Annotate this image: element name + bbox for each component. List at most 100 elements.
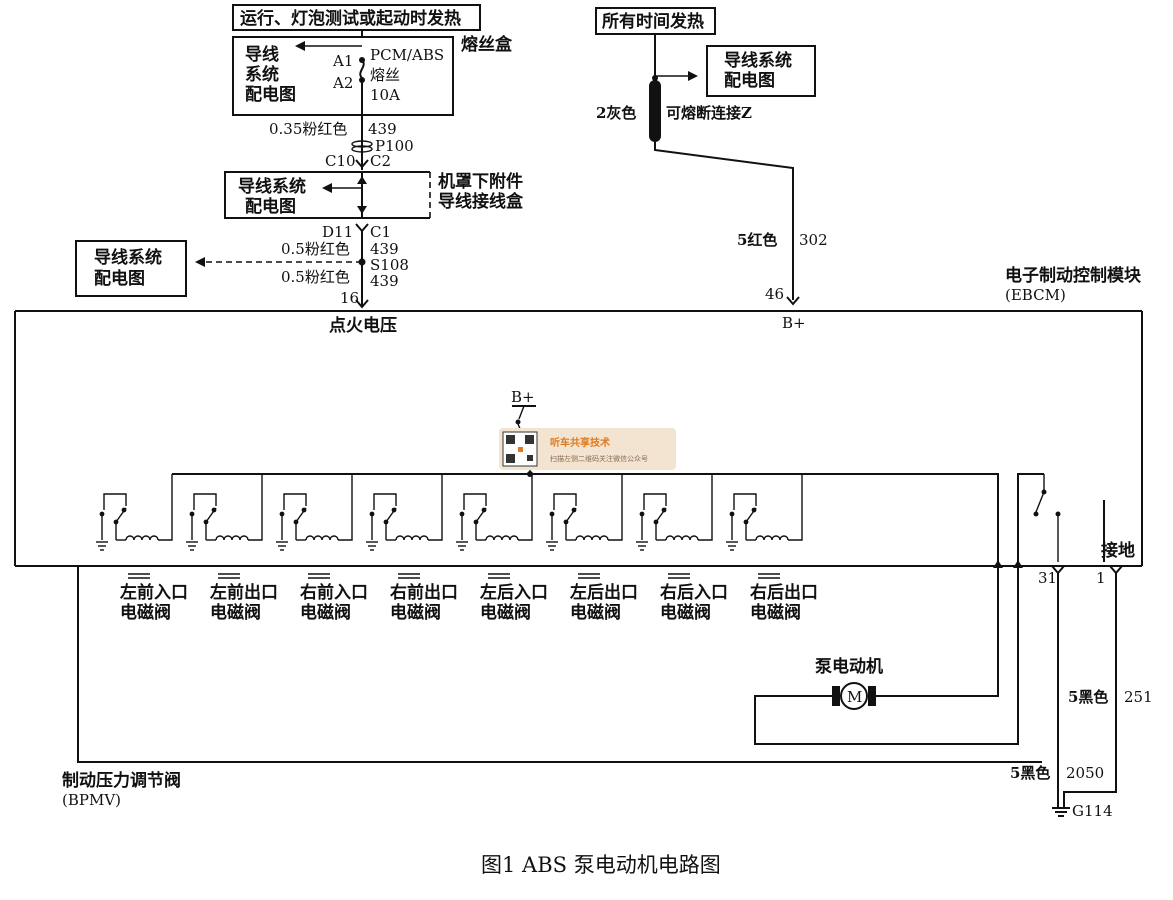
valve-label-line2: 电磁阀 [750, 602, 801, 623]
connector-chevron-icon [355, 159, 369, 169]
connector-chevron-icon [786, 296, 800, 306]
switch-blade-icon [385, 507, 397, 523]
fuse-rating: 10A [370, 86, 400, 104]
wire-302 [654, 142, 794, 300]
solenoid-driver-stage [96, 474, 173, 551]
valve-label-line2: 电磁阀 [660, 602, 711, 623]
coil-feed [518, 474, 533, 541]
driver-link [733, 493, 757, 510]
pin-1: 1 [1096, 569, 1106, 587]
solenoid-coil-icon [575, 535, 609, 541]
header-hot-at-all-times: 所有时间发热 [602, 11, 704, 32]
coil-feed [608, 474, 623, 541]
connector-chevron-icon [355, 223, 369, 233]
solenoid-coil-icon [395, 535, 429, 541]
bpmv-abbr: (BPMV) [62, 791, 121, 809]
solenoid-driver-stage [366, 474, 443, 551]
solenoid-coil-icon [305, 535, 339, 541]
wire-439-2-circuit: 439 [370, 240, 399, 258]
bpmv-name: 制动压力调节阀 [62, 770, 181, 791]
left-ref-line1: 导线系统 [94, 247, 162, 268]
valve-label-line2: 电磁阀 [480, 602, 531, 623]
driver-link [643, 493, 667, 510]
valve-label-line2: 电磁阀 [120, 602, 171, 623]
switch-contact-icon [515, 419, 521, 425]
bpmv-outline [77, 566, 1042, 763]
wire-251 [1063, 573, 1117, 808]
arrow-head-icon [195, 257, 205, 267]
valve-label-line1: 右后出口 [750, 582, 818, 603]
fusible-link-color: 2灰色 [596, 104, 636, 122]
wire-302-circuit: 302 [799, 231, 828, 249]
solenoid-driver-stage [726, 474, 803, 551]
motor-symbol: M [847, 688, 862, 706]
junction-box-title-1: 机罩下附件 [438, 171, 523, 192]
wire-302-color: 5红色 [737, 231, 777, 249]
fuse-box-ref-line1: 导线 [245, 44, 279, 65]
wire-251-color: 5黑色 [1068, 688, 1108, 706]
solenoid-driver-stage [636, 474, 713, 551]
arrow-head-icon [688, 71, 698, 81]
switch-blade-icon [115, 507, 127, 523]
right-ref-line1: 导线系统 [724, 50, 792, 71]
b-plus-switch-icon [518, 405, 525, 420]
motor-icon [840, 682, 868, 710]
solenoid-coil-icon [215, 535, 249, 541]
splice-s108: S108 [370, 256, 409, 274]
pin-c10: C10 [325, 152, 356, 170]
valve-label-line1: 右前入口 [300, 582, 368, 603]
solenoid-driver-stage [546, 474, 623, 551]
arrow-up-icon [1013, 560, 1023, 568]
valve-label-line2: 电磁阀 [210, 602, 261, 623]
solenoid-coil-icon [755, 535, 789, 541]
junction-box [224, 171, 430, 219]
driver-link [193, 493, 217, 510]
valve-label-line1: 左后出口 [570, 582, 638, 603]
header-hot-in-run-box [232, 4, 481, 31]
arrow-up-icon [993, 560, 1003, 568]
arrow-down-icon [357, 206, 367, 214]
solenoid-driver-stage [186, 474, 263, 551]
ebcm-abbr: (EBCM) [1005, 286, 1066, 304]
connector-chevron-icon [1109, 565, 1123, 575]
valve-label-line1: 右后入口 [660, 582, 728, 603]
coil-feed [248, 474, 263, 541]
valve-label-line1: 左前出口 [210, 582, 278, 603]
coil-supply-bus [172, 473, 999, 562]
switch-blade-icon [745, 507, 757, 523]
pump-relay-switch-icon [1035, 491, 1045, 513]
coil-feed [338, 474, 353, 541]
connector-p100: P100 [375, 137, 414, 155]
fuse-word: 熔丝 [370, 66, 400, 84]
b-plus-inner-label: B+ [511, 388, 535, 406]
valve-label-line2: 电磁阀 [300, 602, 351, 623]
valve-label-line1: 左后入口 [480, 582, 548, 603]
switch-blade-icon [565, 507, 577, 523]
ground-point-g114: G114 [1072, 802, 1113, 820]
pin-c1: C1 [370, 223, 391, 241]
left-ref-line2: 配电图 [94, 268, 145, 289]
junction-box-title-2: 导线接线盒 [438, 191, 524, 212]
fuse-box [232, 36, 454, 116]
valve-label-line2: 电磁阀 [570, 602, 621, 623]
solenoid-coil-icon [125, 535, 159, 541]
right-ref-line2: 配电图 [724, 70, 775, 91]
connector-p100-icon [351, 145, 373, 153]
arrow-head-icon [295, 41, 305, 51]
pump-relay-bus [1017, 473, 1044, 562]
ignition-voltage-label: 点火电压 [329, 315, 397, 336]
right-wiring-ref-box [706, 45, 816, 97]
driver-link [283, 493, 307, 510]
wire-439-2-color: 0.5粉红色 [281, 240, 350, 258]
fuse-icon [359, 59, 365, 79]
coil-feed [428, 474, 443, 541]
wire-251-circuit: 251 [1124, 688, 1153, 706]
pump-motor-label: 泵电动机 [815, 656, 883, 677]
left-wiring-ref-box [75, 240, 187, 297]
motor-brush-icon [868, 686, 876, 706]
junction-box-ref-1: 导线系统 [238, 176, 306, 197]
valve-label-line1: 右前出口 [390, 582, 458, 603]
motor-brush-icon [832, 686, 840, 706]
solenoid-drivers [96, 474, 803, 551]
